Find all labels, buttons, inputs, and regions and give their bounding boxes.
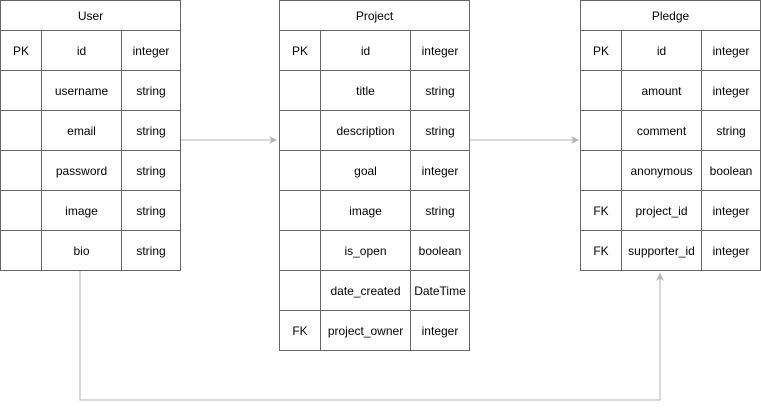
field-type-cell: boolean: [701, 151, 760, 190]
table-row: FK project_owner integer: [280, 311, 469, 351]
key-cell: [581, 71, 621, 110]
table-row: password string: [1, 151, 180, 191]
field-name-cell: bio: [41, 231, 121, 271]
entity-project: Project PK id integer title string descr…: [279, 0, 470, 351]
key-cell: [1, 71, 41, 110]
field-type-cell: integer: [410, 31, 469, 70]
field-name-cell: description: [320, 111, 410, 150]
table-row: username string: [1, 71, 180, 111]
table-row: is_open boolean: [280, 231, 469, 271]
entity-title: Pledge: [581, 1, 760, 31]
field-type-cell: string: [701, 111, 760, 150]
entity-pledge: Pledge PK id integer amount integer comm…: [580, 0, 761, 271]
field-type-cell: string: [410, 111, 469, 150]
key-cell: PK: [291, 43, 308, 58]
field-name-cell: is_open: [320, 231, 410, 270]
field-name-cell: password: [41, 151, 121, 190]
field-name-cell: username: [41, 71, 121, 110]
key-cell: [1, 191, 41, 230]
key-cell: [1, 151, 41, 190]
field-name-cell: image: [320, 191, 410, 230]
field-type-cell: integer: [410, 311, 469, 351]
field-type-cell: string: [121, 191, 180, 230]
field-type-cell: integer: [410, 151, 469, 190]
field-type-cell: integer: [701, 31, 760, 70]
field-name-cell: id: [621, 31, 701, 70]
table-row: goal integer: [280, 151, 469, 191]
field-name-cell: date_created: [320, 271, 410, 310]
field-name-cell: image: [41, 191, 121, 230]
key-cell: [581, 111, 621, 150]
field-type-cell: string: [121, 71, 180, 110]
key-cell: [280, 111, 320, 150]
key-cell: FK: [292, 324, 308, 338]
table-row: amount integer: [581, 71, 760, 111]
field-type-cell: string: [410, 71, 469, 110]
table-row: FK project_id integer: [581, 191, 760, 231]
field-type-cell: integer: [701, 71, 760, 110]
field-name-cell: id: [41, 31, 121, 70]
field-name-cell: anonymous: [621, 151, 701, 190]
key-cell: PK: [592, 43, 609, 58]
key-cell: FK: [593, 244, 609, 258]
field-name-cell: title: [320, 71, 410, 110]
key-cell: [280, 71, 320, 110]
key-cell: [280, 231, 320, 270]
field-name-cell: amount: [621, 71, 701, 110]
table-row: date_created DateTime: [280, 271, 469, 311]
field-name-cell: project_id: [621, 191, 701, 230]
key-cell: PK: [12, 43, 29, 58]
entity-title: User: [1, 1, 180, 31]
table-row: PK id integer: [581, 31, 760, 71]
key-cell: FK: [593, 203, 609, 218]
table-row: description string: [280, 111, 469, 151]
entity-title: Project: [280, 1, 469, 31]
table-row: comment string: [581, 111, 760, 151]
key-cell: [1, 231, 41, 271]
field-name-cell: comment: [621, 111, 701, 150]
field-name-cell: goal: [320, 151, 410, 190]
table-row: PK id integer: [1, 31, 180, 71]
field-type-cell: string: [121, 111, 180, 150]
field-type-cell: integer: [121, 31, 180, 70]
field-type-cell: string: [121, 231, 180, 271]
field-type-cell: integer: [701, 231, 760, 271]
table-row: bio string: [1, 231, 180, 271]
field-name-cell: id: [320, 31, 410, 70]
table-row: FK supporter_id integer: [581, 231, 760, 271]
table-row: image string: [1, 191, 180, 231]
table-row: PK id integer: [280, 31, 469, 71]
key-cell: [581, 151, 621, 190]
field-type-cell: DateTime: [410, 271, 469, 310]
field-name-cell: project_owner: [320, 311, 410, 351]
table-row: title string: [280, 71, 469, 111]
table-row: anonymous boolean: [581, 151, 760, 191]
key-cell: [280, 151, 320, 190]
key-cell: [1, 111, 41, 150]
table-row: image string: [280, 191, 469, 231]
table-row: email string: [1, 111, 180, 151]
field-type-cell: string: [410, 191, 469, 230]
field-name-cell: email: [41, 111, 121, 150]
field-type-cell: integer: [701, 191, 760, 230]
key-cell: [280, 271, 320, 310]
field-type-cell: string: [121, 151, 180, 190]
key-cell: [280, 191, 320, 230]
field-name-cell: supporter_id: [621, 231, 701, 271]
field-type-cell: boolean: [410, 231, 469, 270]
entity-user: User PK id integer username string email…: [0, 0, 181, 271]
